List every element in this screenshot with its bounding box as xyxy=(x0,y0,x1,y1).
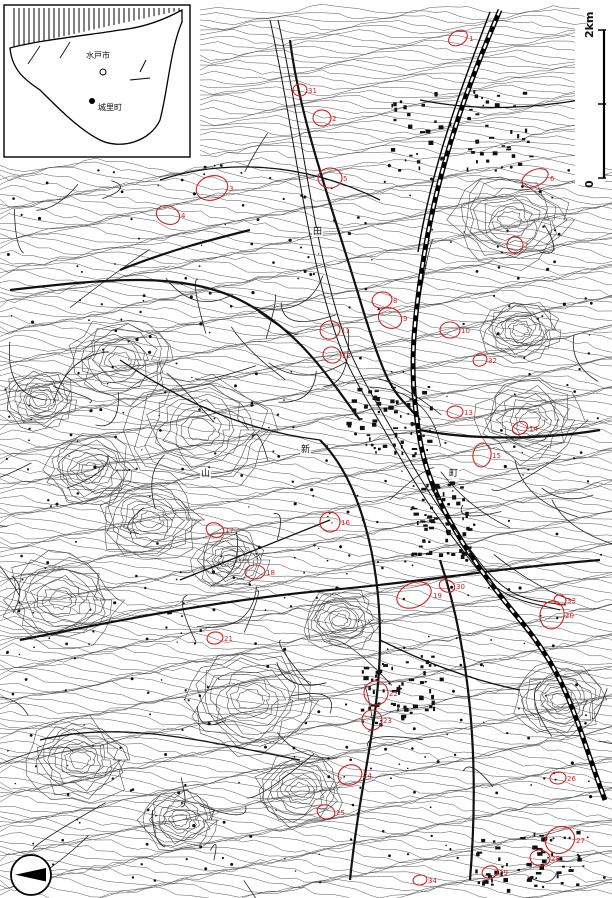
site-outline xyxy=(511,420,529,436)
site-number-label: 16 xyxy=(341,519,350,527)
site-number-label: 14 xyxy=(529,425,538,433)
site-number-label: 19 xyxy=(433,592,442,600)
site-outline xyxy=(319,320,341,340)
site-outline xyxy=(553,594,567,606)
site-outline xyxy=(438,579,456,593)
site-number-label: 18 xyxy=(266,569,275,577)
site-number-label: 8 xyxy=(393,297,397,305)
inset-coast-hatching xyxy=(13,8,180,48)
site-number-label: 23 xyxy=(383,717,392,725)
scale-bar xyxy=(575,25,606,185)
site-outline xyxy=(292,83,308,97)
site-number-label: 4 xyxy=(181,212,186,220)
scale-distance-label: 2km xyxy=(583,11,596,38)
site-number-label: 24 xyxy=(363,772,372,780)
contour-lines xyxy=(0,3,612,898)
site-number-label: 28 xyxy=(551,855,560,863)
site-outline xyxy=(244,564,266,580)
site-number-label: 32 xyxy=(488,357,497,365)
site-outline xyxy=(412,874,428,886)
site-outline xyxy=(544,825,576,855)
site-number-label: 12 xyxy=(342,352,351,360)
site-outline xyxy=(361,709,383,731)
site-number-label: 5 xyxy=(343,175,347,183)
site-outline xyxy=(529,849,551,867)
site-number-label: 7 xyxy=(524,242,528,250)
site-outline xyxy=(363,680,389,706)
site-number-label: 25 xyxy=(336,809,345,817)
site-number-label: 30 xyxy=(456,583,465,591)
site-outline xyxy=(506,236,524,254)
site-outline xyxy=(448,29,468,47)
site-number-label: 3 xyxy=(229,185,233,193)
site-number-label: 17 xyxy=(225,527,234,535)
site-outline xyxy=(371,291,393,309)
main-roads xyxy=(9,39,601,881)
site-outline xyxy=(446,405,464,419)
north-arrow-icon xyxy=(10,854,52,896)
site-number-label: 9 xyxy=(403,315,407,323)
inset-town-label: 城里町 xyxy=(98,103,122,112)
site-outline xyxy=(205,522,225,538)
scale-zero-label: 0 xyxy=(583,180,596,188)
inset-map xyxy=(3,4,191,158)
site-outline xyxy=(396,581,432,609)
site-outline xyxy=(195,175,229,201)
site-number-label: 21 xyxy=(224,635,233,643)
site-outline xyxy=(322,346,342,364)
site-number-label: 13 xyxy=(464,409,473,417)
place-label: 田 xyxy=(312,227,324,237)
site-outline xyxy=(312,109,332,127)
settlement-dots xyxy=(4,164,606,884)
inset-town-marker xyxy=(89,98,95,104)
site-number-label: 26 xyxy=(567,775,576,783)
site-outline xyxy=(481,865,499,879)
site-outline xyxy=(206,631,224,645)
urban-blocks xyxy=(346,90,585,893)
site-outline xyxy=(155,205,181,225)
site-number-label: 11 xyxy=(341,327,350,335)
site-outline xyxy=(337,764,363,786)
site-outline xyxy=(317,167,343,189)
site-outline xyxy=(316,804,336,820)
site-outline xyxy=(319,511,341,533)
railway-line xyxy=(410,9,608,801)
site-outline xyxy=(377,307,403,329)
site-number-label: 29 xyxy=(499,869,508,877)
inset-city-marker xyxy=(99,68,107,76)
site-number-label: 10 xyxy=(461,327,470,335)
site-number-label: 27 xyxy=(576,837,585,845)
place-label: 山 xyxy=(200,469,212,479)
river xyxy=(269,19,567,611)
site-number-label: 20 xyxy=(565,612,574,620)
site-number-label: 22 xyxy=(389,690,398,698)
site-number-label: 6 xyxy=(550,175,555,183)
site-number-label: 1 xyxy=(469,35,473,43)
secondary-roads xyxy=(39,99,581,761)
site-outline xyxy=(439,321,461,339)
site-outline xyxy=(521,168,549,188)
place-label: 町 xyxy=(448,469,460,479)
site-number-label: 34 xyxy=(428,877,437,885)
site-number-label: 15 xyxy=(492,452,501,460)
site-outline xyxy=(549,771,567,785)
site-number-label: 2 xyxy=(332,115,336,123)
site-number-label: 31 xyxy=(308,87,317,95)
inset-city-label: 水戸市 xyxy=(86,51,110,60)
site-outline xyxy=(472,442,492,468)
inset-prefecture-outline xyxy=(9,8,183,145)
site-number-label: 33 xyxy=(567,597,576,605)
site-outline xyxy=(472,353,488,367)
place-label: 新 xyxy=(300,445,312,455)
site-outline xyxy=(539,600,565,630)
